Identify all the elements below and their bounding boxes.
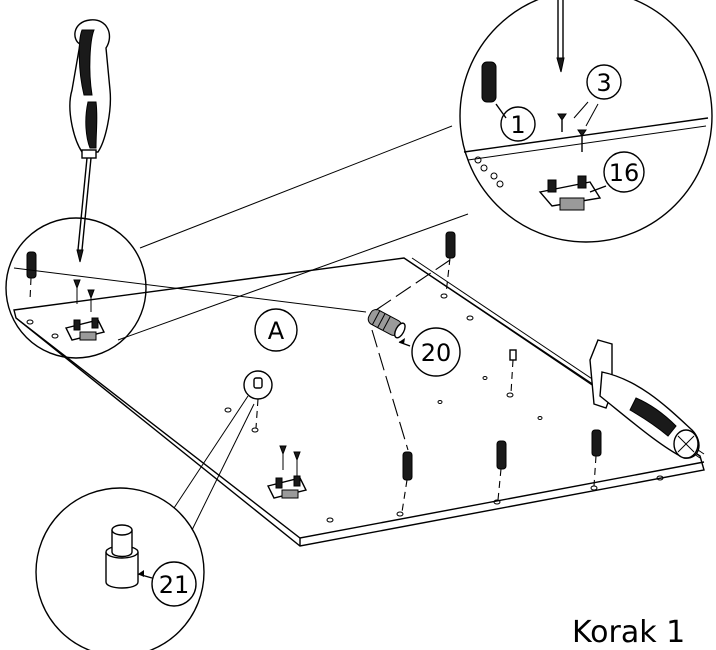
leader-upper xyxy=(139,125,453,249)
svg-text:3: 3 xyxy=(596,69,611,97)
svg-text:A: A xyxy=(268,317,285,345)
step-label: Korak 1 xyxy=(572,615,685,650)
detail-circle-right xyxy=(459,0,713,243)
screwdriver-icon xyxy=(69,19,112,263)
svg-text:1: 1 xyxy=(510,111,525,139)
connector-small xyxy=(243,370,273,429)
hammer-icon xyxy=(589,339,700,459)
dowel-top-right xyxy=(445,231,456,295)
dowel-front-1 xyxy=(401,451,413,513)
detail-circle-bottom xyxy=(35,395,255,650)
leader-cam xyxy=(13,267,367,313)
hinge-plate-label: 16 xyxy=(603,151,645,193)
cam-bolt-label: 20 xyxy=(411,327,461,377)
cam-bolt xyxy=(367,259,451,451)
dowel-label: 1 xyxy=(500,106,536,142)
small-pin xyxy=(509,349,517,394)
svg-text:20: 20 xyxy=(421,339,452,367)
detail-circle-left xyxy=(5,217,147,359)
svg-text:21: 21 xyxy=(159,571,190,599)
connector-label: 21 xyxy=(151,561,197,607)
screw-label: 3 xyxy=(586,64,622,100)
panel-label: A xyxy=(254,308,298,352)
leader-lower xyxy=(117,213,469,341)
panel-a xyxy=(13,257,705,547)
dowel-front-2 xyxy=(496,440,507,501)
svg-text:16: 16 xyxy=(609,159,640,187)
dowel-front-3 xyxy=(591,429,602,487)
hinge-plate-panel xyxy=(266,445,308,499)
